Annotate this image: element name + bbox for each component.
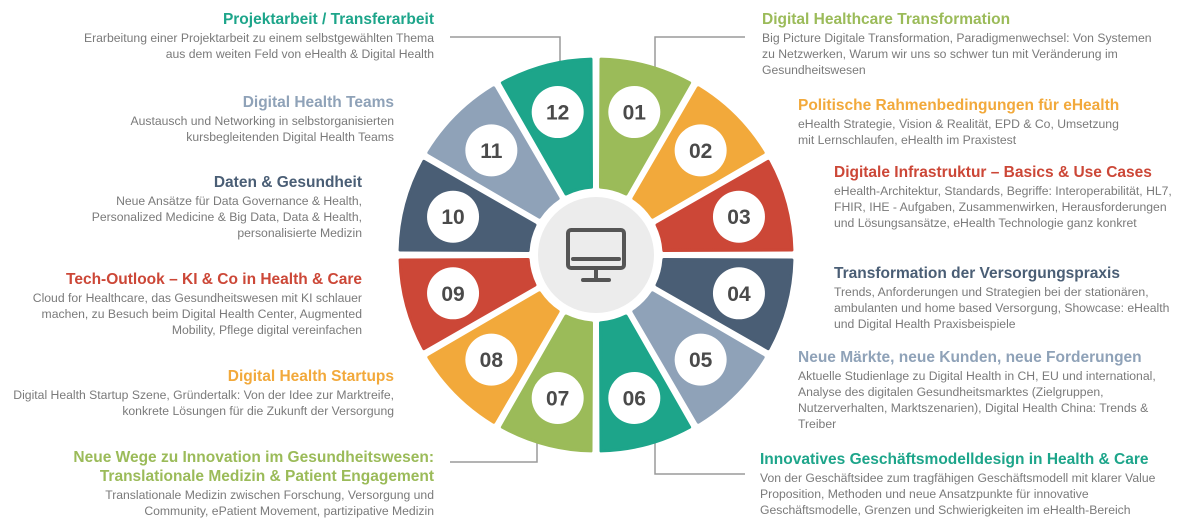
center-hub	[538, 197, 654, 313]
module-10-desc: Neue Ansätze für Data Governance & Healt…	[91, 194, 362, 240]
segment-12-badge	[531, 86, 584, 139]
module-12-title: Projektarbeit / Transferarbeit	[222, 11, 434, 28]
module-12: Projektarbeit / Transferarbeit Erarbeitu…	[4, 10, 434, 62]
module-07: Neue Wege zu Innovation im Gesundheitswe…	[14, 448, 434, 519]
segment-02-number: 02	[689, 140, 712, 163]
module-10: Daten & Gesundheit Neue Ansätze für Data…	[2, 173, 362, 241]
module-07-title: Neue Wege zu Innovation im Gesundheitswe…	[73, 449, 434, 485]
module-09-title: Tech-Outlook – KI & Co in Health & Care	[66, 271, 362, 288]
segment-04-badge	[712, 267, 765, 320]
module-08-title: Digital Health Startups	[227, 368, 394, 385]
module-09: Tech-Outlook – KI & Co in Health & Care …	[2, 270, 362, 338]
segment-07-badge	[531, 371, 584, 424]
module-01-title: Digital Healthcare Transformation	[762, 11, 1011, 28]
module-02-desc: eHealth Strategie, Vision & Realität, EP…	[798, 117, 1119, 147]
module-08-desc: Digital Health Startup Szene, Gründertal…	[13, 388, 394, 418]
connectors	[450, 36, 745, 475]
segment-11-number: 11	[480, 140, 503, 163]
segment-02-badge	[674, 124, 727, 177]
segment-06-number: 06	[623, 387, 646, 410]
module-01: Digital Healthcare Transformation Big Pi…	[762, 10, 1182, 78]
segment-03-number: 03	[727, 206, 750, 229]
segment-12-number: 12	[546, 102, 569, 125]
segment-07-number: 07	[546, 387, 569, 410]
module-10-title: Daten & Gesundheit	[213, 174, 362, 191]
module-01-desc: Big Picture Digitale Transformation, Par…	[762, 31, 1152, 77]
module-11-desc: Austausch und Networking in selbstorgani…	[130, 114, 394, 144]
segment-10-badge	[427, 190, 480, 243]
connector-line	[654, 36, 745, 72]
segment-05-badge	[674, 333, 727, 386]
connector-line	[450, 36, 561, 72]
segment-11-badge	[465, 124, 518, 177]
segment-09-badge	[427, 267, 480, 320]
module-06-title: Innovatives Geschäftsmodelldesign in Hea…	[760, 451, 1149, 468]
module-11-title: Digital Health Teams	[242, 94, 394, 111]
segment-09-number: 09	[441, 283, 464, 306]
module-12-desc: Erarbeitung einer Projektarbeit zu einem…	[83, 31, 434, 61]
computer-monitor-icon	[566, 228, 626, 282]
segments: 01 02 03 04 05 06 07 08 09 10 11 12	[398, 57, 794, 453]
module-03-desc: eHealth-Architektur, Standards, Begriffe…	[834, 184, 1172, 230]
module-03-title: Digitale Infrastruktur – Basics & Use Ca…	[834, 164, 1152, 181]
segment-08-badge	[465, 333, 518, 386]
segment-10-number: 10	[441, 206, 464, 229]
module-08: Digital Health Startups Digital Health S…	[4, 367, 394, 419]
module-05-desc: Aktuelle Studienlage zu Digital Health i…	[798, 369, 1156, 431]
module-03: Digitale Infrastruktur – Basics & Use Ca…	[834, 163, 1191, 231]
segment-03-badge	[712, 190, 765, 243]
module-02: Politische Rahmenbedingungen für eHealth…	[798, 96, 1191, 148]
module-09-desc: Cloud for Healthcare, das Gesundheitswes…	[32, 291, 362, 337]
segment-01-badge	[608, 86, 661, 139]
segment-06-badge	[608, 371, 661, 424]
module-06: Innovatives Geschäftsmodelldesign in Hea…	[760, 450, 1180, 518]
segment-08-number: 08	[480, 349, 504, 372]
connector-line	[654, 440, 745, 475]
module-02-title: Politische Rahmenbedingungen für eHealth	[798, 97, 1120, 114]
module-04-desc: Trends, Anforderungen und Strategien bei…	[834, 285, 1170, 331]
module-07-desc: Translationale Medizin zwischen Forschun…	[105, 488, 434, 518]
module-04-title: Transformation der Versorgungspraxis	[834, 265, 1120, 282]
segment-01-number: 01	[623, 102, 647, 125]
segment-05-number: 05	[689, 349, 713, 372]
segment-04-number: 04	[727, 283, 751, 306]
module-05: Neue Märkte, neue Kunden, neue Forderung…	[798, 348, 1191, 432]
module-11: Digital Health Teams Austausch und Netwo…	[4, 93, 394, 145]
module-05-title: Neue Märkte, neue Kunden, neue Forderung…	[798, 349, 1142, 366]
module-06-desc: Von der Geschäftsidee zum tragfähigen Ge…	[760, 471, 1156, 517]
module-04: Transformation der Versorgungspraxis Tre…	[834, 264, 1191, 332]
